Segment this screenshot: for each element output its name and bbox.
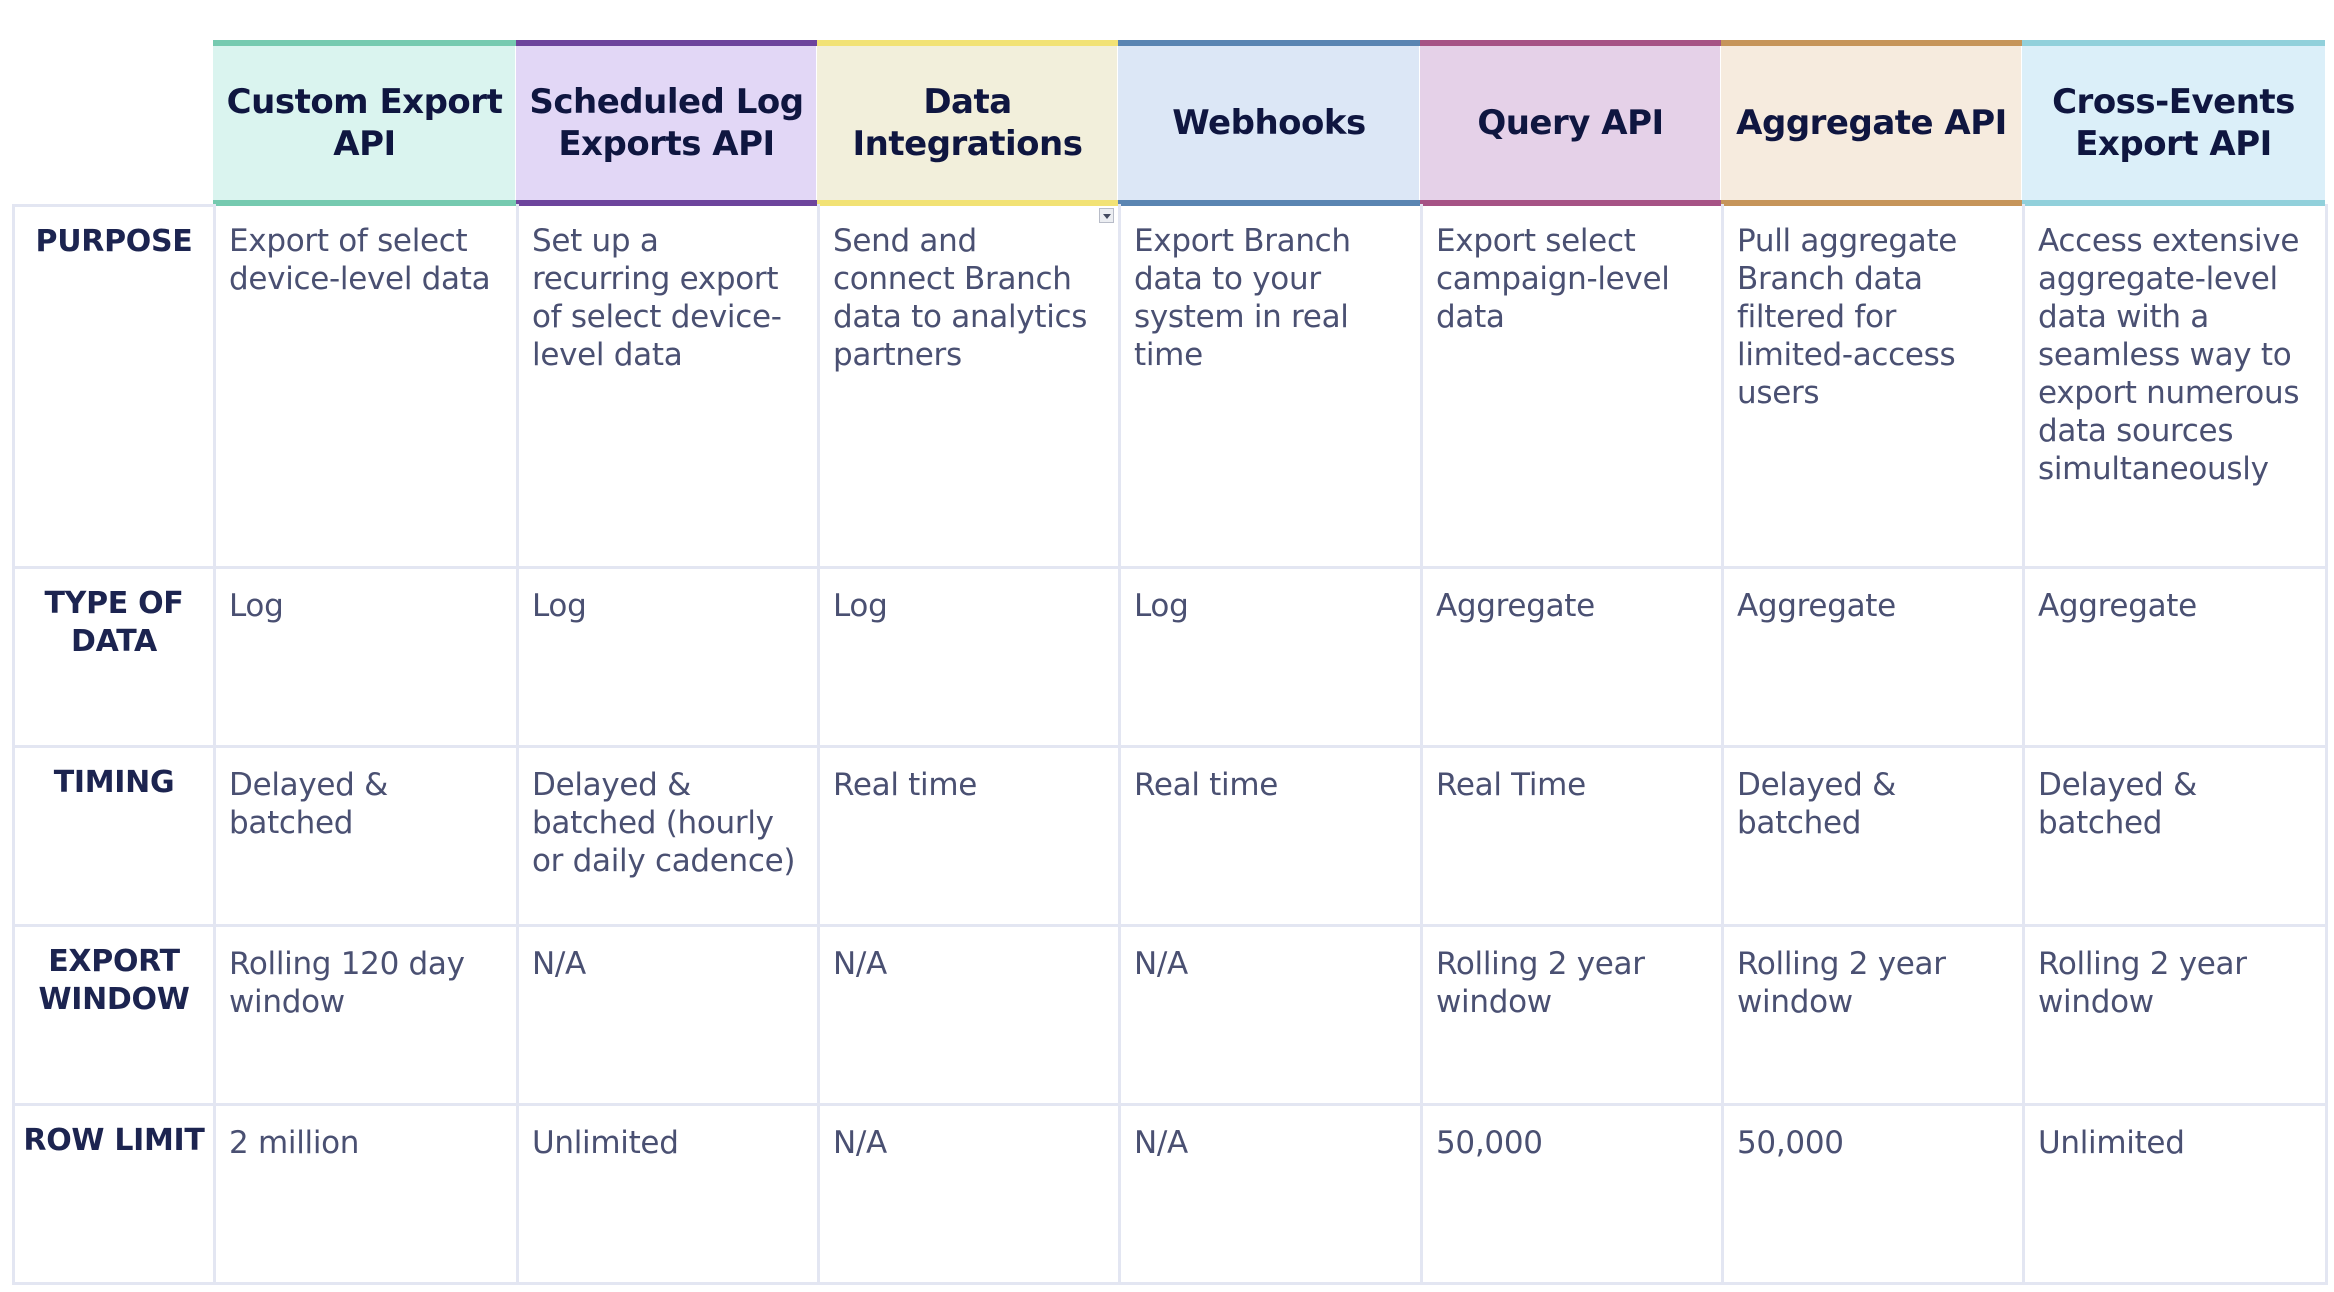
cell-text: Delayed & batched — [229, 767, 388, 841]
cell-text: N/A — [833, 946, 887, 982]
table-cell: Log — [213, 566, 519, 748]
column-header: Data Integrations — [817, 40, 1120, 206]
row-label: PURPOSE — [12, 204, 216, 569]
table-cell: Send and connect Branch data to analytic… — [817, 204, 1121, 569]
table-cell: Export Branch data to your system in rea… — [1118, 204, 1423, 569]
table-cell: Aggregate — [1420, 566, 1724, 748]
column-header-title: Cross-Events Export API — [2052, 82, 2295, 164]
table-cell: Unlimited — [2022, 1103, 2328, 1285]
column-header: Scheduled Log Exports API — [516, 40, 819, 206]
table-cell: Unlimited — [516, 1103, 820, 1285]
column-header-title: Custom Export API — [226, 82, 503, 164]
cell-text: Export select campaign-level data — [1436, 223, 1670, 335]
cell-text: N/A — [532, 946, 586, 982]
table-cell: N/A — [817, 1103, 1121, 1285]
table-cell: Rolling 120 day window — [213, 924, 519, 1106]
row-label: EXPORT WINDOW — [12, 924, 216, 1106]
cell-text: 50,000 — [1436, 1125, 1543, 1161]
cell-text: Log — [229, 588, 284, 624]
cell-text: Aggregate — [1737, 588, 1896, 624]
table-cell: Log — [1118, 566, 1423, 748]
cell-text: Delayed & batched — [2038, 767, 2197, 841]
column-header: Cross-Events Export API — [2022, 40, 2325, 206]
cell-text: Real time — [1134, 767, 1279, 803]
row-label: TYPE OF DATA — [12, 566, 216, 748]
column-header-title: Scheduled Log Exports API — [529, 82, 804, 164]
row-label: ROW LIMIT — [12, 1103, 216, 1285]
cell-text: N/A — [1134, 946, 1188, 982]
cell-text: Aggregate — [2038, 588, 2197, 624]
table-cell: Rolling 2 year window — [1721, 924, 2025, 1106]
column-header-title: Data Integrations — [852, 82, 1083, 164]
column-header: Aggregate API — [1721, 40, 2024, 206]
table-cell: Delayed & batched (hourly or daily caden… — [516, 745, 820, 927]
column-header-title: Query API — [1477, 103, 1664, 143]
cell-text: Send and connect Branch data to analytic… — [833, 223, 1088, 373]
cell-text: N/A — [1134, 1125, 1188, 1161]
table-cell: 50,000 — [1721, 1103, 2025, 1285]
table-cell: Log — [817, 566, 1121, 748]
table-cell: Pull aggregate Branch data filtered for … — [1721, 204, 2025, 569]
table-cell: 50,000 — [1420, 1103, 1724, 1285]
column-header-title: Aggregate API — [1736, 103, 2007, 143]
cell-text: Log — [1134, 588, 1189, 624]
table-cell: Export of select device-level data — [213, 204, 519, 569]
cell-text: Unlimited — [2038, 1125, 2185, 1161]
table-cell: Rolling 2 year window — [1420, 924, 1724, 1106]
table-cell: N/A — [1118, 1103, 1423, 1285]
cell-text: Pull aggregate Branch data filtered for … — [1737, 223, 1958, 411]
column-header: Webhooks — [1118, 40, 1422, 206]
column-header-title: Webhooks — [1172, 103, 1366, 143]
table-cell: N/A — [1118, 924, 1423, 1106]
table-cell: Access extensive aggregate-level data wi… — [2022, 204, 2328, 569]
cell-text: Delayed & batched — [1737, 767, 1896, 841]
cell-text: Log — [833, 588, 888, 624]
cell-text: Export of select device-level data — [229, 223, 491, 297]
table-cell: Export select campaign-level data — [1420, 204, 1724, 569]
cell-text: Rolling 2 year window — [1737, 946, 1946, 1020]
cell-text: N/A — [833, 1125, 887, 1161]
column-header: Custom Export API — [213, 40, 518, 206]
table-cell: Set up a recurring export of select devi… — [516, 204, 820, 569]
cell-text: Export Branch data to your system in rea… — [1134, 223, 1351, 373]
cell-text: Set up a recurring export of select devi… — [532, 223, 782, 373]
table-cell: Rolling 2 year window — [2022, 924, 2328, 1106]
cell-text: Rolling 120 day window — [229, 946, 465, 1020]
cell-text: Unlimited — [532, 1125, 679, 1161]
row-label: TIMING — [12, 745, 216, 927]
table-cell: N/A — [516, 924, 820, 1106]
cell-text: Real Time — [1436, 767, 1586, 803]
table-cell: Delayed & batched — [1721, 745, 2025, 927]
dropdown-arrow-icon[interactable] — [1099, 208, 1114, 223]
table-cell: Real Time — [1420, 745, 1724, 927]
table-cell: Log — [516, 566, 820, 748]
cell-text: Log — [532, 588, 587, 624]
table-cell: 2 million — [213, 1103, 519, 1285]
table-cell: N/A — [817, 924, 1121, 1106]
table-cell: Aggregate — [1721, 566, 2025, 748]
cell-text: Real time — [833, 767, 978, 803]
cell-text: Rolling 2 year window — [1436, 946, 1645, 1020]
cell-text: Aggregate — [1436, 588, 1595, 624]
cell-text: Access extensive aggregate-level data wi… — [2038, 223, 2300, 487]
cell-text: Delayed & batched (hourly or daily caden… — [532, 767, 796, 879]
column-header: Query API — [1420, 40, 1723, 206]
table-cell: Delayed & batched — [2022, 745, 2328, 927]
cell-text: Rolling 2 year window — [2038, 946, 2247, 1020]
cell-text: 50,000 — [1737, 1125, 1844, 1161]
table-cell: Delayed & batched — [213, 745, 519, 927]
table-cell: Real time — [1118, 745, 1423, 927]
table-cell: Aggregate — [2022, 566, 2328, 748]
table-cell: Real time — [817, 745, 1121, 927]
cell-text: 2 million — [229, 1125, 360, 1161]
